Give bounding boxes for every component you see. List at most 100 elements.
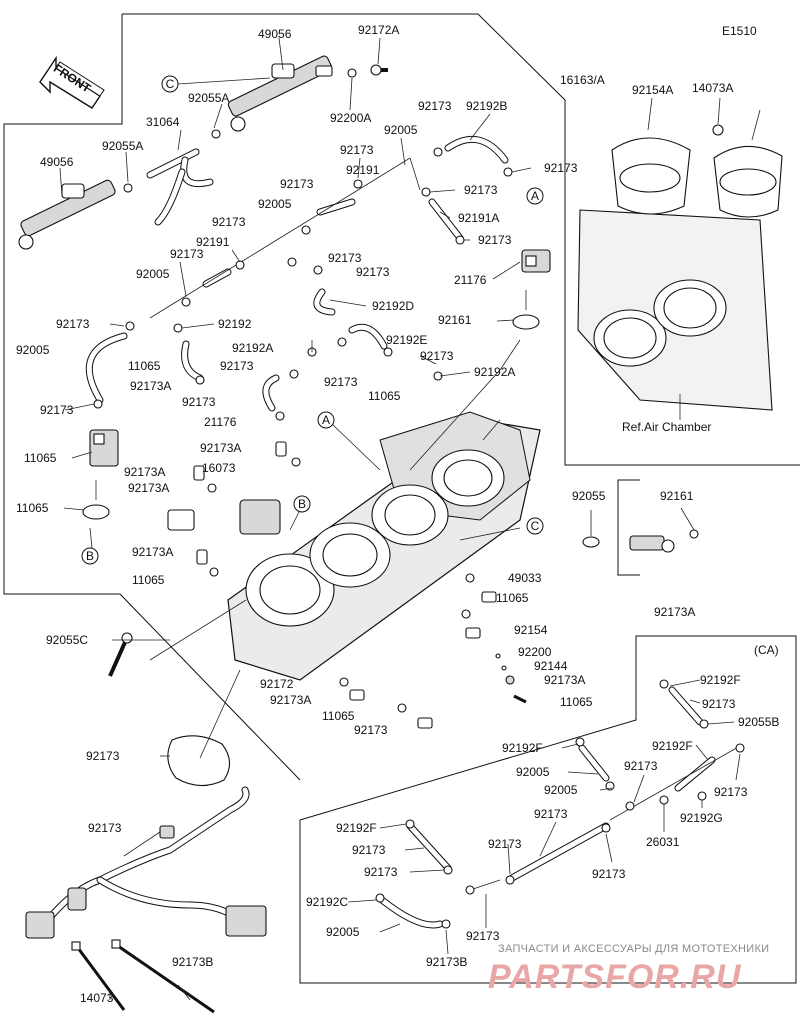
part-label: 92200A xyxy=(330,111,371,125)
svg-text:B: B xyxy=(86,549,94,563)
part-label: 92192 xyxy=(218,317,252,331)
callout-a-mid: A xyxy=(317,411,335,429)
part-label: 92055A xyxy=(188,91,229,105)
part-label: 92154A xyxy=(632,83,673,97)
part-label: 21176 xyxy=(454,273,487,287)
part-label: 92173 xyxy=(464,183,498,197)
part-label: 11065 xyxy=(560,695,593,709)
part-label: 92191 xyxy=(196,235,230,249)
ref-label: Ref.Air Chamber xyxy=(622,420,711,434)
callout-b-low: B xyxy=(81,547,99,565)
svg-text:C: C xyxy=(531,519,540,533)
part-label: 11065 xyxy=(24,451,57,465)
part-label: 92192B xyxy=(466,99,507,113)
part-label: 92172A xyxy=(358,23,399,37)
svg-text:B: B xyxy=(298,497,306,511)
part-label: 31064 xyxy=(146,115,180,129)
part-label: 16163/A xyxy=(560,73,605,87)
part-label: 92200 xyxy=(518,645,552,659)
part-label: 92173 xyxy=(328,251,362,265)
part-label: 92173A xyxy=(128,481,169,495)
part-label: 92055A xyxy=(102,139,143,153)
part-label: 92192F xyxy=(652,739,693,753)
part-label: 92173 xyxy=(418,99,452,113)
part-label: 92191A xyxy=(458,211,499,225)
watermark-top: ЗАПЧАСТИ И АКСЕССУАРЫ ДЛЯ МОТОТЕХНИКИ xyxy=(498,943,769,955)
part-label: 92005 xyxy=(136,267,170,281)
part-label: 92173 xyxy=(544,161,578,175)
part-label: 11065 xyxy=(132,573,165,587)
main-frame-left xyxy=(3,14,301,781)
vacuum-hoses xyxy=(85,136,509,412)
part-label: 92172 xyxy=(260,677,294,691)
part-label: 92192C xyxy=(306,895,348,909)
part-label: 92173 xyxy=(702,697,736,711)
front-arrow-icon: FRONT xyxy=(39,55,105,109)
diagram-code: E1510 xyxy=(722,24,757,38)
part-label: 92173B xyxy=(426,955,467,969)
part-label: 92192F xyxy=(700,673,741,687)
part-label: 92154 xyxy=(514,623,548,637)
part-label: 92173A xyxy=(132,545,173,559)
part-label: 11065 xyxy=(16,501,49,515)
part-label: 92173 xyxy=(220,359,254,373)
part-label: 92192A xyxy=(474,365,515,379)
part-label: 92005 xyxy=(16,343,50,357)
part-label: 92192D xyxy=(372,299,414,313)
fuel-rail-lower xyxy=(18,179,133,250)
part-label: 92173 xyxy=(86,749,120,763)
part-label: 92191 xyxy=(346,163,380,177)
part-label: 92173 xyxy=(420,349,454,363)
callout-a-top: A xyxy=(526,187,544,205)
cable-ties xyxy=(71,939,215,1014)
part-label: 92173 xyxy=(356,265,390,279)
leader-lines xyxy=(59,37,761,1001)
part-label: 92173A xyxy=(124,465,165,479)
part-label: 92005 xyxy=(258,197,292,211)
callout-c-top: C xyxy=(161,75,271,93)
part-label: 92173A xyxy=(130,379,171,393)
part-label: 92192F xyxy=(502,741,543,755)
part-label: 92192G xyxy=(680,811,723,825)
part-label: 92173 xyxy=(182,395,216,409)
part-label: 92173 xyxy=(592,867,626,881)
callout-c-mid: C xyxy=(526,517,544,535)
part-label: 16073 xyxy=(202,461,236,475)
part-label: 92173 xyxy=(534,807,568,821)
svg-text:A: A xyxy=(531,189,539,203)
callout-b-mid: B xyxy=(293,495,311,513)
ca-frame xyxy=(299,635,797,984)
part-label: 92173 xyxy=(340,143,374,157)
part-label: 92173 xyxy=(170,247,204,261)
part-label: 92173 xyxy=(488,837,522,851)
part-label: 92173 xyxy=(354,723,388,737)
part-label: 92173 xyxy=(478,233,512,247)
part-label: 92161 xyxy=(660,489,694,503)
air-chamber-ref xyxy=(577,124,783,411)
hose-clamps xyxy=(93,147,513,421)
ca-hoses xyxy=(378,686,741,929)
part-label: 49056 xyxy=(40,155,74,169)
part-label: 92005 xyxy=(326,925,360,939)
part-label: 92055B xyxy=(738,715,779,729)
part-label: 21176 xyxy=(204,415,237,429)
part-label: 92173 xyxy=(280,177,314,191)
part-label: 92005 xyxy=(384,123,418,137)
small-caps xyxy=(193,441,497,729)
part-label: 92173A xyxy=(200,441,241,455)
part-label: 11065 xyxy=(496,591,529,605)
pressure-sensor-lower xyxy=(82,429,119,520)
part-label: 92173 xyxy=(56,317,90,331)
part-label: 92005 xyxy=(516,765,550,779)
part-label: 92173A xyxy=(270,693,311,707)
part-label: 14073A xyxy=(692,81,733,95)
part-label: 92144 xyxy=(534,659,568,673)
part-label: 49033 xyxy=(508,571,542,585)
fuel-hose-31064 xyxy=(146,129,221,226)
part-label: 92055 xyxy=(572,489,606,503)
watermark-brand: PARTSFOR.RU xyxy=(488,958,742,996)
throttle-body-assembly xyxy=(167,411,541,681)
part-label: 92055C xyxy=(46,633,88,647)
